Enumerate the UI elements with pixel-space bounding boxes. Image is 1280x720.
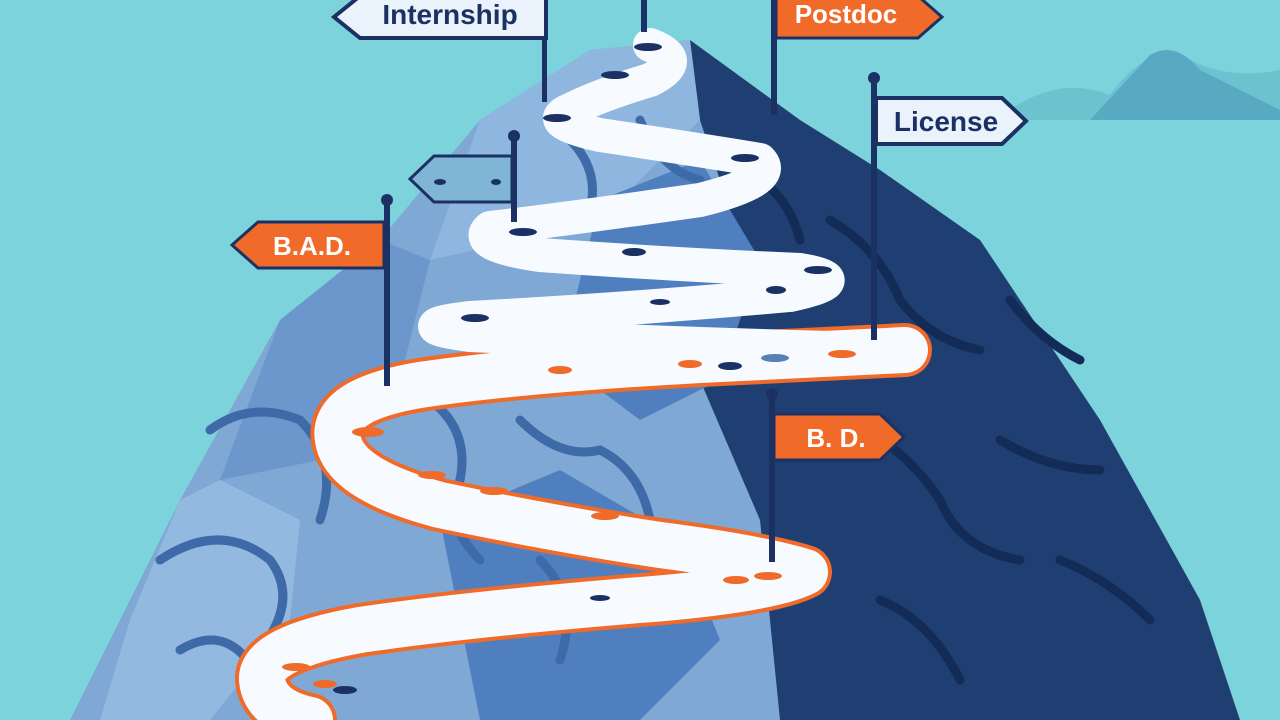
sign-label-bad: B.A.D. (273, 231, 351, 261)
signpost-top-pole (641, 0, 647, 32)
signpost-bad: B.A.D. (229, 194, 393, 386)
winding-path (235, 28, 932, 720)
sign-label-bd: B. D. (806, 423, 865, 453)
sign-label-postdoc: Postdoc (795, 0, 898, 29)
signpost-internship: Internship (330, 0, 548, 102)
signpost-postdoc: Postdoc (771, 0, 945, 115)
signpost-blank (407, 130, 520, 222)
signpost-bd: B. D. (766, 388, 907, 562)
distant-hills (1010, 50, 1280, 120)
sign-label-internship: Internship (382, 0, 517, 30)
sign-label-license: License (894, 106, 998, 137)
signpost-license: License (868, 72, 1029, 340)
